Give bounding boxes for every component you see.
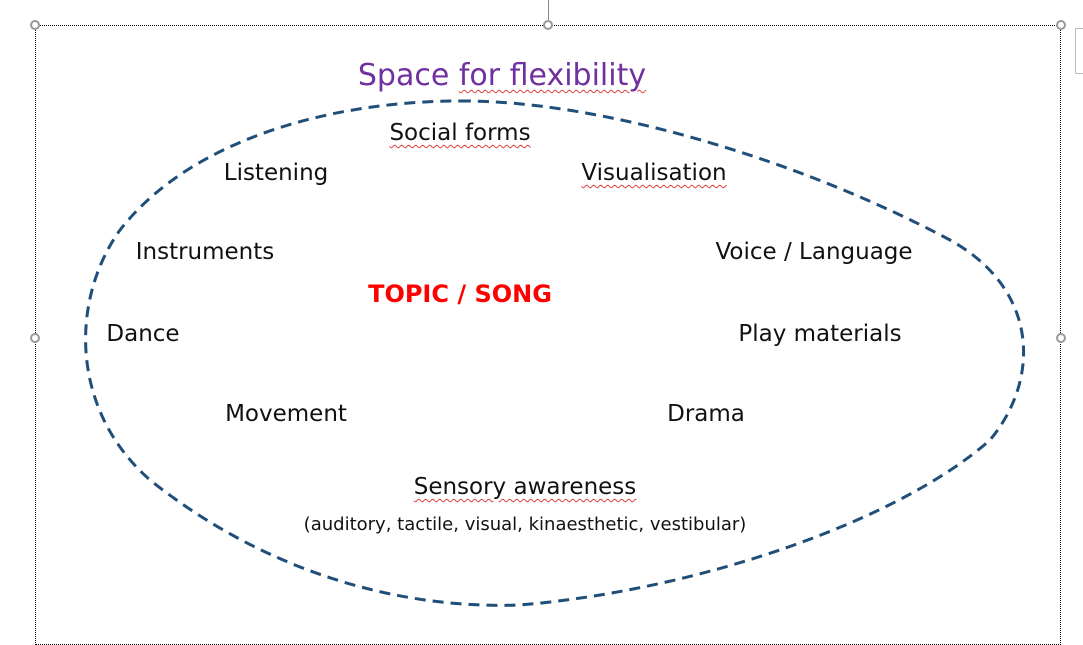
diagram-title: Space for flexibility <box>357 58 647 93</box>
item-sensory-awareness: Sensory awareness <box>413 474 637 500</box>
center-topic: TOPIC / SONG <box>368 280 552 308</box>
rotate-handle[interactable] <box>543 20 553 30</box>
item-social-forms: Social forms <box>389 120 531 146</box>
dashed-ellipse-outline <box>84 99 1026 607</box>
item-listening: Listening <box>223 160 329 186</box>
item-sensory-detail: (auditory, tactile, visual, kinaesthetic… <box>303 514 747 535</box>
item-movement: Movement <box>225 401 347 427</box>
item-instruments: Instruments <box>135 239 275 265</box>
resize-handle-top-left[interactable] <box>30 20 40 30</box>
title-word: for flexibility <box>458 58 647 93</box>
item-voice-language: Voice / Language <box>715 239 913 265</box>
item-visualisation: Visualisation <box>581 160 727 186</box>
item-dance: Dance <box>106 321 180 347</box>
item-play-materials: Play materials <box>738 321 902 347</box>
resize-handle-right[interactable] <box>1056 333 1066 343</box>
layout-options-button[interactable] <box>1075 28 1083 74</box>
resize-handle-left[interactable] <box>30 333 40 343</box>
resize-handle-top-right[interactable] <box>1056 20 1066 30</box>
item-drama: Drama <box>667 401 745 427</box>
rotate-handle-line <box>548 0 549 20</box>
